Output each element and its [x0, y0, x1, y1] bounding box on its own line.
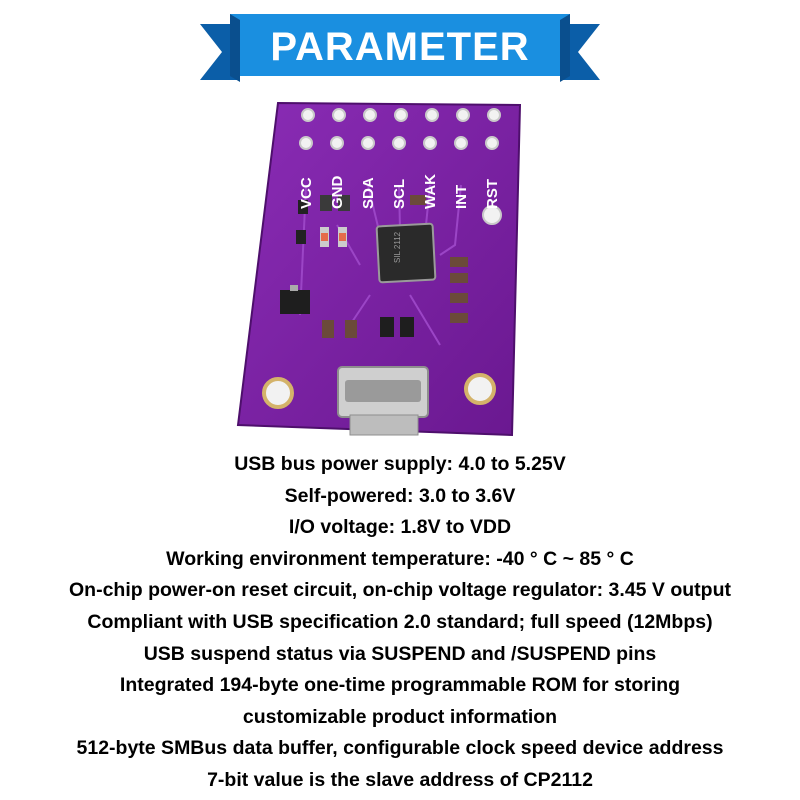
pin-label-vcc: VCC	[298, 177, 315, 209]
pin-label-scl: SCL	[391, 179, 408, 209]
spec-line: USB bus power supply: 4.0 to 5.25V	[234, 453, 566, 475]
spec-line: 512-byte SMBus data buffer, configurable…	[76, 737, 724, 760]
spec-line: Compliant with USB specification 2.0 sta…	[87, 610, 713, 633]
spec-line: Integrated 194-byte one-time programmabl…	[119, 674, 681, 697]
pin-label-int: INT	[453, 184, 470, 209]
spec-line: 7-bit value is the slave address of CP21…	[207, 768, 593, 791]
board-graphic: SIL 2112	[236, 101, 522, 437]
pin-label-rst: RST	[484, 179, 501, 209]
cp2112-board-photo: SIL 2112 VCC GND S	[230, 95, 530, 455]
banner-title: PARAMETER	[270, 24, 530, 69]
spec-line: Working environment temperature: -40 ° C…	[166, 547, 634, 570]
chip-marking: SIL 2112	[393, 231, 402, 263]
banner-ribbon-shape	[200, 14, 600, 82]
pin-label-wak: WAK	[422, 174, 439, 209]
title-banner: PARAMETER	[200, 10, 600, 84]
pin-label-gnd: GND	[329, 175, 346, 209]
spec-line: customizable product information	[242, 705, 558, 728]
pin-label-sda: SDA	[360, 177, 377, 209]
parameter-list: USB bus power supply: 4.0 to 5.25V Self-…	[0, 449, 800, 797]
spec-line: On-chip power-on reset circuit, on-chip …	[69, 579, 731, 602]
spec-line: Self-powered: 3.0 to 3.6V	[284, 484, 516, 507]
spec-line: USB suspend status via SUSPEND and /SUSP…	[143, 642, 657, 665]
spec-line: I/O voltage: 1.8V to VDD	[288, 516, 512, 539]
